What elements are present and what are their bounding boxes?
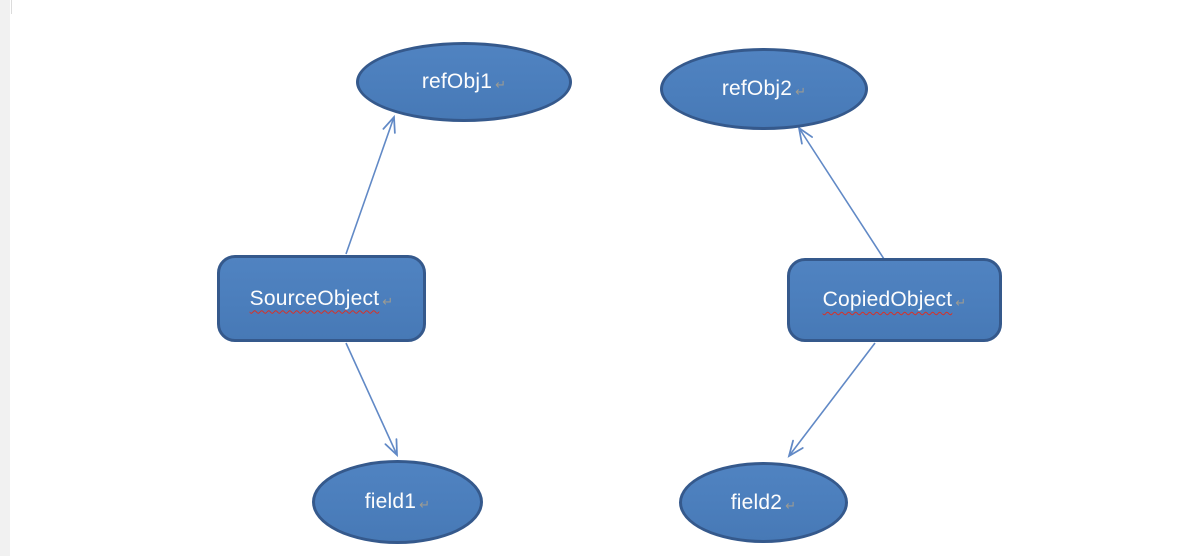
node-field1-label: field1 — [364, 490, 417, 513]
page-margin-strip — [0, 0, 10, 556]
node-refobj2[interactable]: refObj2 ↵ — [660, 48, 868, 130]
return-mark-icon: ↵ — [785, 497, 797, 513]
node-refobj1[interactable]: refObj1 ↵ — [356, 42, 572, 122]
return-mark-icon: ↵ — [795, 84, 807, 99]
node-sourceobject[interactable]: SourceObject ↵ — [217, 255, 426, 342]
return-mark-icon: ↵ — [419, 497, 431, 512]
node-field2[interactable]: field2 ↵ — [679, 462, 848, 543]
node-field2-label: field2 — [730, 490, 783, 514]
connector-sourceobject-to-field1[interactable] — [345, 342, 398, 458]
return-mark-icon: ↵ — [955, 295, 967, 310]
node-field1[interactable]: field1 ↵ — [312, 460, 483, 544]
node-refobj2-label: refObj2 — [721, 77, 793, 100]
connector-sourceobject-to-refobj1[interactable] — [345, 114, 396, 255]
return-mark-icon: ↵ — [495, 77, 507, 92]
connector-copiedobject-to-field2[interactable] — [787, 342, 876, 458]
node-copiedobject[interactable]: CopiedObject ↵ — [787, 258, 1002, 342]
node-refobj1-label: refObj1 — [421, 70, 493, 93]
margin-tick — [11, 0, 12, 14]
return-mark-icon: ↵ — [382, 293, 394, 309]
connector-copiedobject-to-refobj2[interactable] — [797, 126, 885, 260]
node-copiedobject-label: CopiedObject — [822, 288, 953, 311]
node-sourceobject-label: SourceObject — [249, 286, 380, 310]
